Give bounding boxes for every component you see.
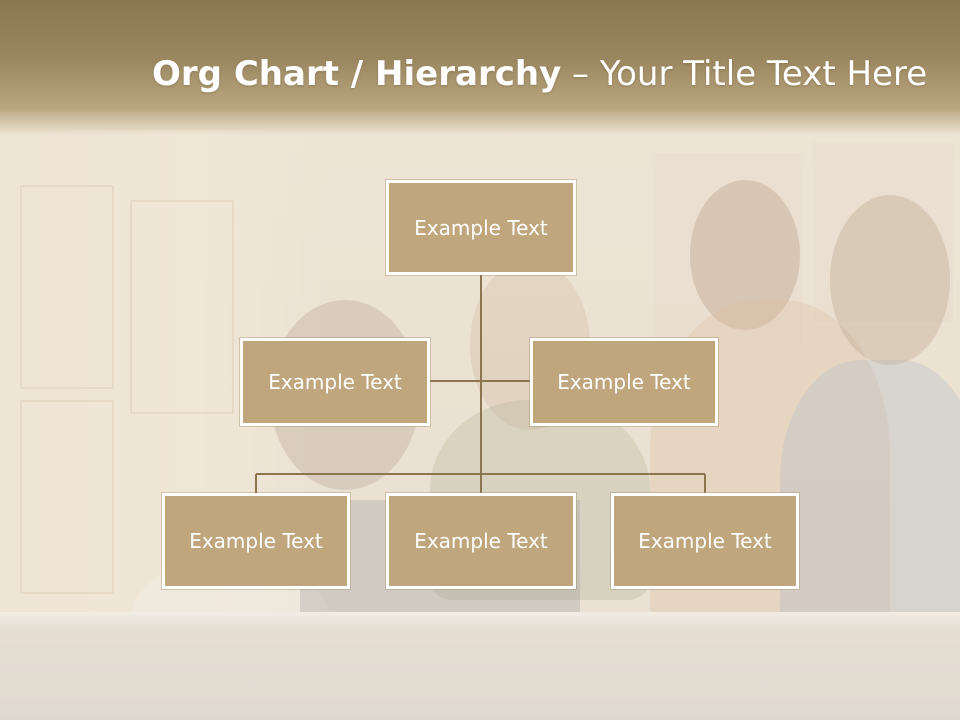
background-desk-edge (0, 612, 960, 624)
org-node-level2[interactable]: Example Text (530, 338, 718, 426)
org-node-label: Example Text (638, 529, 772, 553)
background-person (690, 180, 800, 330)
background-door-panel (20, 400, 114, 594)
background-desk (0, 612, 960, 720)
background-door-panel (130, 200, 234, 414)
header-band: Org Chart / Hierarchy – Your Title Text … (0, 0, 960, 135)
org-node-label: Example Text (189, 529, 323, 553)
org-node-level3[interactable]: Example Text (162, 493, 350, 589)
org-node-level3[interactable]: Example Text (611, 493, 799, 589)
slide-title-regular: Your Title Text Here (599, 54, 928, 94)
background-door-panel (20, 185, 114, 389)
org-node-label: Example Text (414, 215, 548, 240)
org-node-label: Example Text (268, 370, 402, 394)
slide-title-bold: Org Chart / Hierarchy (152, 54, 562, 94)
org-node-root[interactable]: Example Text (386, 180, 576, 275)
background-window (810, 140, 956, 326)
org-node-label: Example Text (557, 370, 691, 394)
slide-title-dash: – (572, 54, 590, 94)
background-window (650, 150, 806, 346)
slide-title: Org Chart / Hierarchy – Your Title Text … (152, 52, 927, 96)
background-person (780, 360, 960, 660)
background-person (830, 195, 950, 365)
org-node-label: Example Text (414, 529, 548, 553)
org-node-level3[interactable]: Example Text (386, 493, 576, 589)
org-node-level2[interactable]: Example Text (240, 338, 430, 426)
